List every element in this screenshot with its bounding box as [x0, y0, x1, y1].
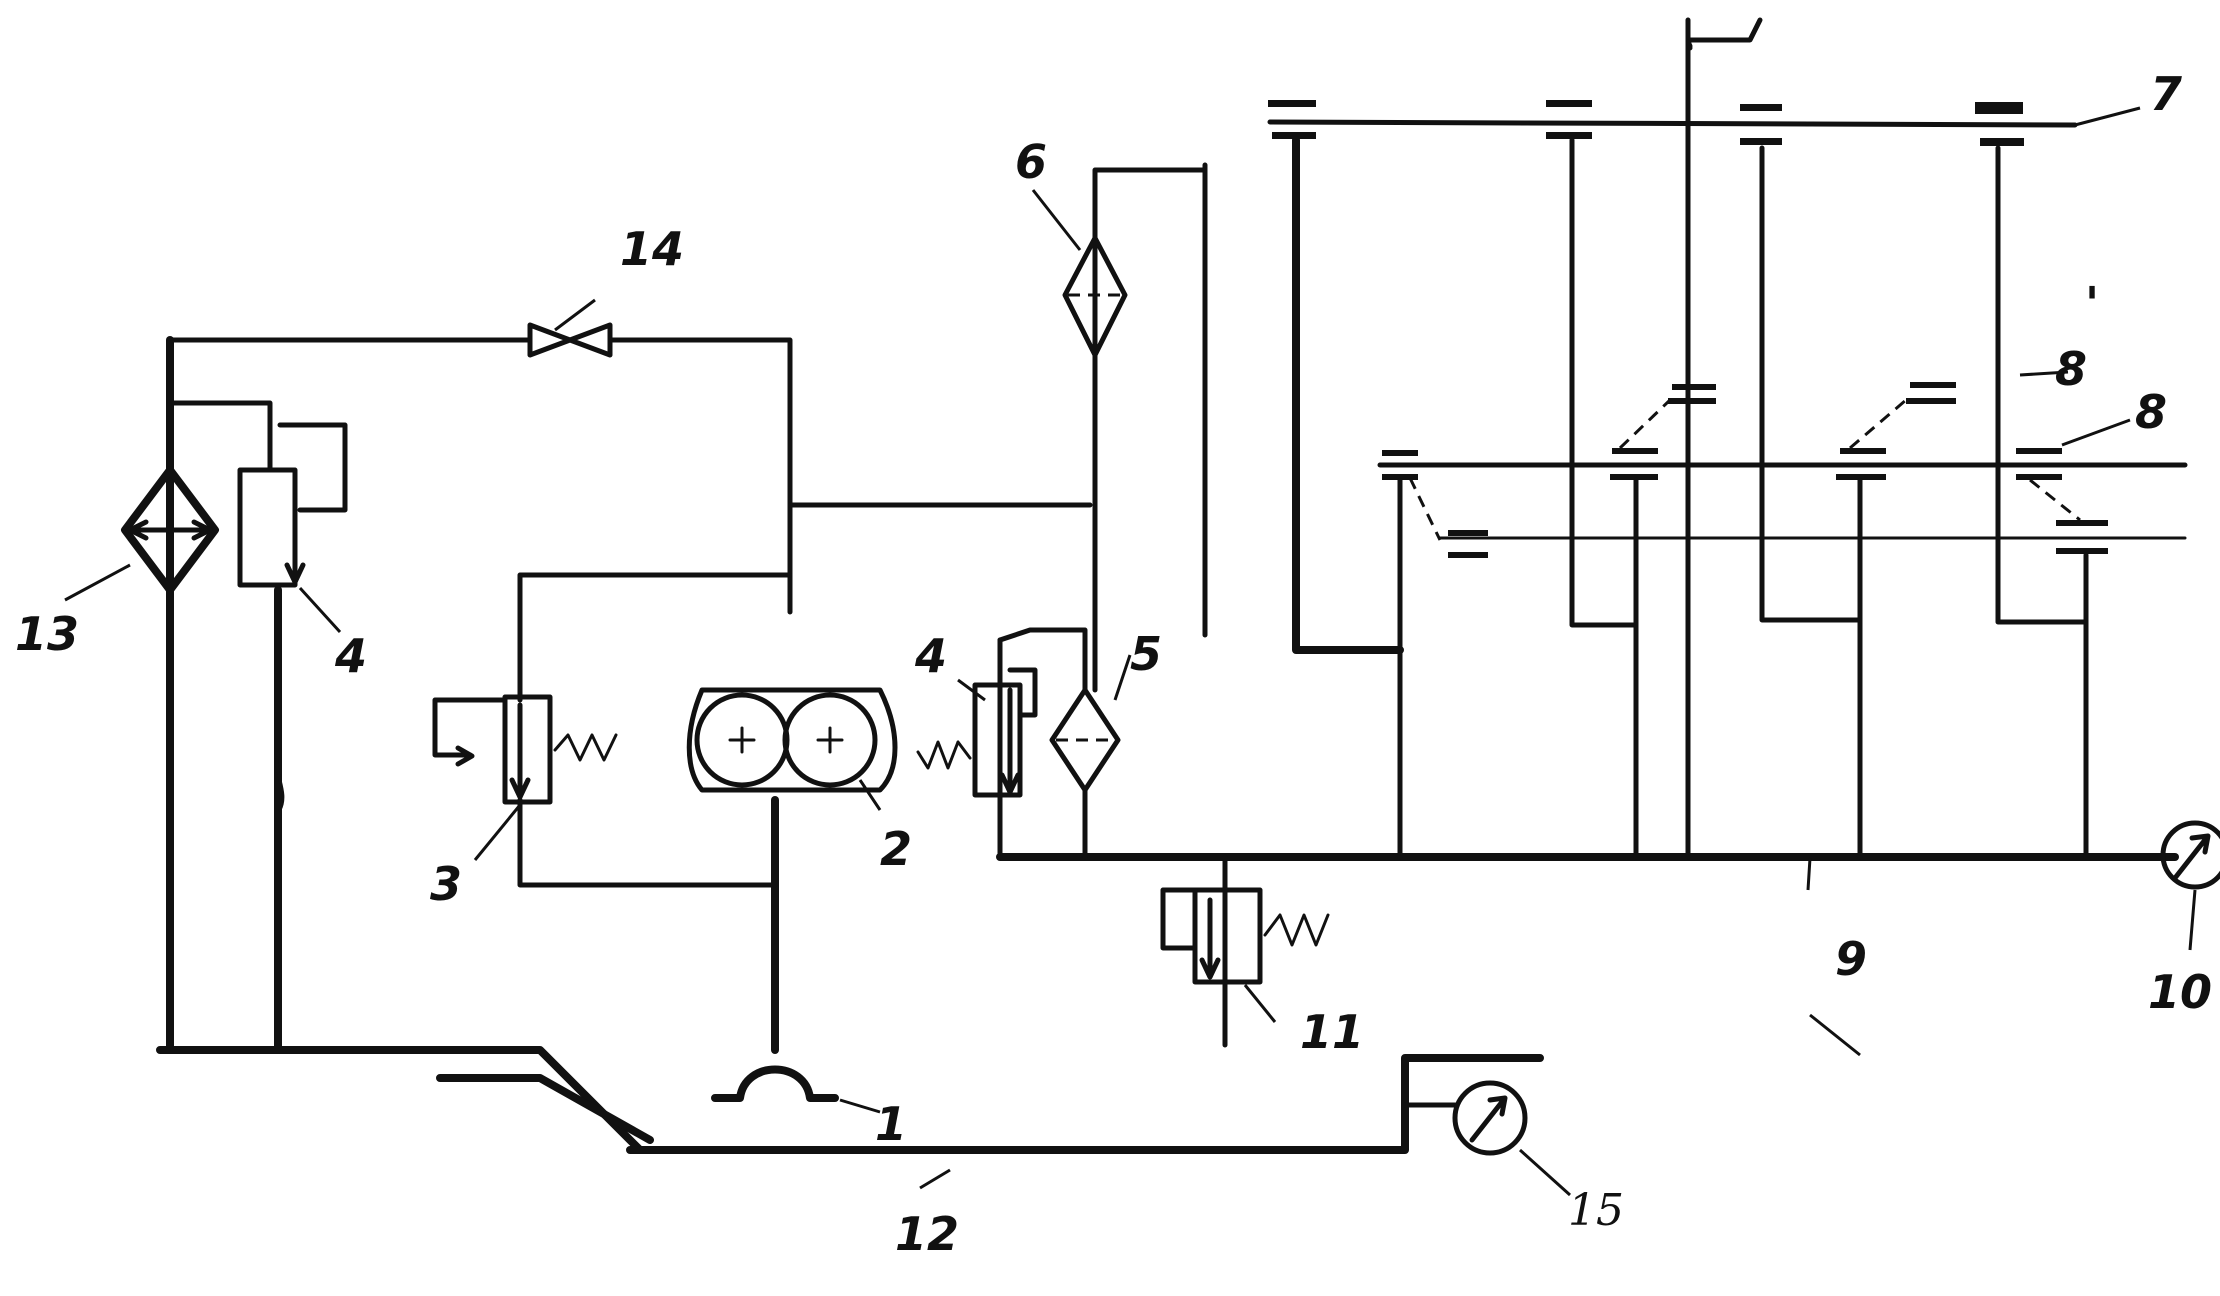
label-15: 15	[1568, 1185, 1624, 1236]
gauge-10	[2160, 820, 2220, 890]
label-8: 8	[2135, 385, 2167, 439]
shaft-8	[1377, 462, 2188, 540]
label-4-right: 4	[914, 629, 947, 683]
label-6: 6	[1015, 135, 1047, 189]
label-8-prime-mark: '	[2085, 277, 2099, 331]
label-1: 1	[875, 1097, 907, 1151]
gear-links	[1408, 398, 2081, 541]
pump-2	[686, 687, 898, 793]
label-11: 11	[1300, 1005, 1364, 1059]
label-12: 12	[895, 1207, 959, 1261]
filter-6	[1062, 235, 1128, 358]
valve-4-right	[916, 667, 1038, 798]
label-14: 14	[620, 222, 684, 276]
valve-14	[527, 322, 613, 358]
cooler-13	[121, 466, 219, 608]
shaft-7	[1267, 17, 2078, 860]
label-3: 3	[430, 857, 462, 911]
gauge-15	[1452, 1080, 1528, 1156]
tank-line-12	[626, 1054, 1544, 1154]
drop-lines	[1292, 136, 2089, 860]
valve-4-left	[237, 422, 348, 812]
gears-shaft-7	[1268, 100, 2024, 146]
valve-11	[1160, 887, 1330, 985]
label-13: 13	[15, 607, 79, 661]
label-4-left: 4	[334, 629, 367, 683]
label-9: 9	[1835, 932, 1867, 986]
filter-5	[1049, 687, 1121, 793]
label-7: 7	[2150, 67, 2182, 121]
relief-valve-3	[455, 694, 618, 805]
label-5: 5	[1130, 627, 1162, 681]
label-8-prime: 8	[2055, 342, 2087, 396]
strainer-1	[711, 1065, 839, 1102]
label-2: 2	[880, 822, 912, 876]
leader-lines	[64, 106, 2197, 1197]
gears-shaft-8	[1382, 382, 2108, 558]
label-10: 10	[2148, 965, 2212, 1019]
labels: 1 2 3 4 4 5 6 7 8 8 ' 9 10 11 12 13 14 1…	[15, 67, 2212, 1261]
left-circuit-lines	[156, 336, 1093, 1154]
